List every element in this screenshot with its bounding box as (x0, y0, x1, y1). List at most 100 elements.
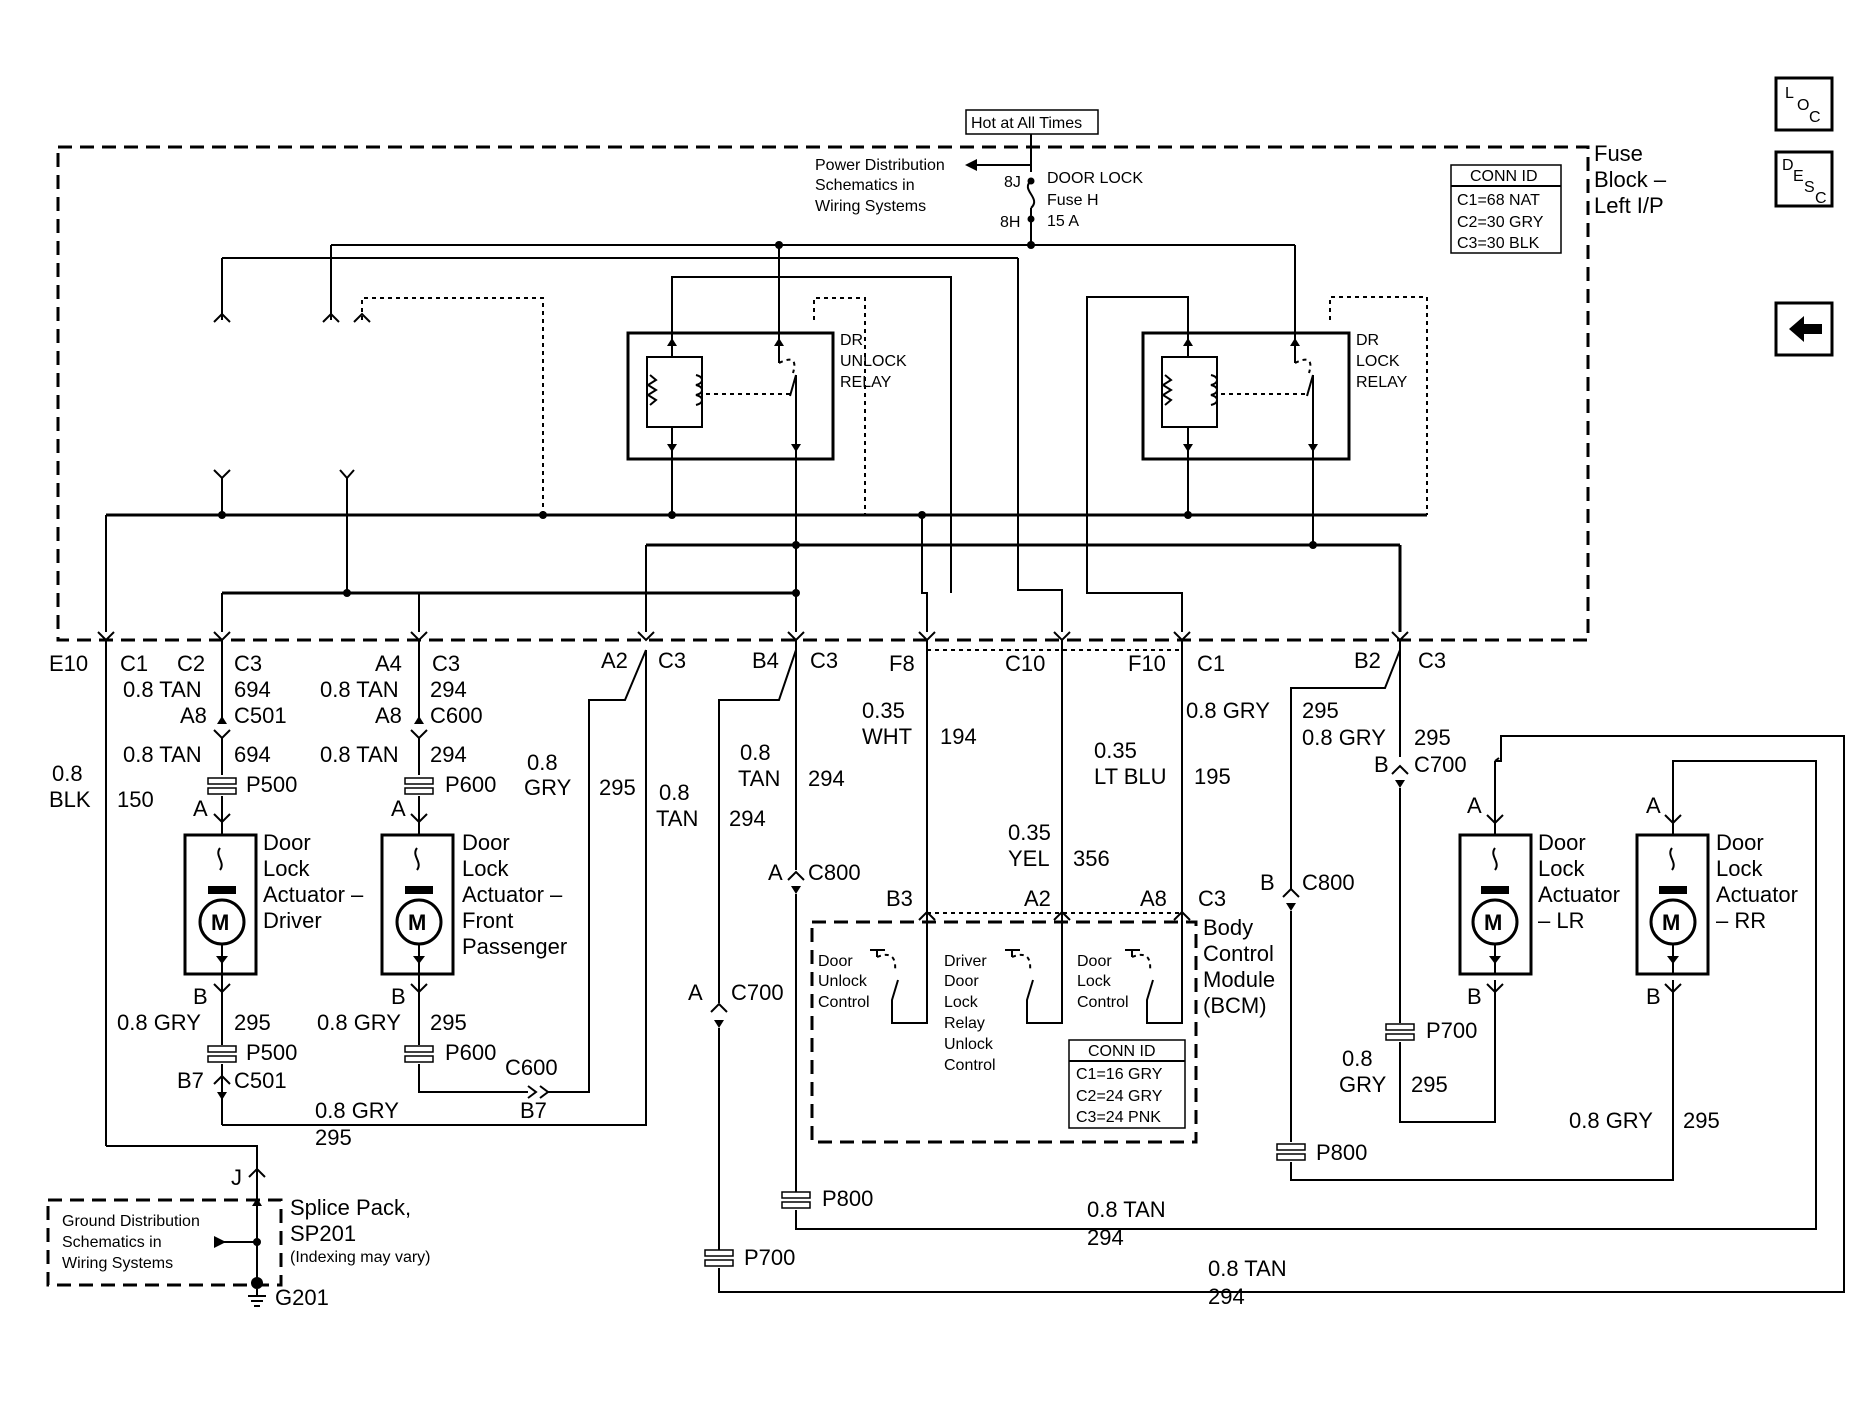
bottom-gry-circ: 295 (315, 1125, 352, 1150)
right-p800: P800 (1316, 1140, 1367, 1165)
svg-text:295: 295 (599, 775, 636, 800)
pass-circ1: 294 (430, 677, 467, 702)
svg-text:TAN: TAN (738, 766, 780, 791)
svg-text:GRY: GRY (1339, 1072, 1387, 1097)
right-pin-b-c700: B (1374, 752, 1389, 777)
svg-text:Door: Door (944, 973, 979, 990)
right-p800-connector (1276, 1143, 1306, 1161)
svg-text:195: 195 (1194, 764, 1231, 789)
svg-text:F8: F8 (889, 651, 915, 676)
svg-text:C1=16 GRY: C1=16 GRY (1076, 1066, 1163, 1083)
svg-text:– LR: – LR (1538, 908, 1584, 933)
driver-pin-a: A (193, 796, 208, 821)
right-wire-b2: 0.8 GRY (1302, 725, 1386, 750)
svg-text:C2=30 GRY: C2=30 GRY (1457, 214, 1544, 231)
svg-text:RELAY: RELAY (1356, 374, 1408, 391)
conn-id-fuse-block: CONN ID C1=68 NAT C2=30 GRY C3=30 BLK (1450, 164, 1562, 254)
svg-text:CONN ID: CONN ID (1088, 1043, 1156, 1060)
svg-text:C: C (1815, 190, 1827, 207)
splice-pack-label: Splice Pack, SP201 (Indexing may vary) (290, 1195, 431, 1266)
svg-text:WHT: WHT (862, 724, 912, 749)
pass-wire3: 0.8 GRY (317, 1010, 401, 1035)
svg-text:Lock: Lock (1538, 856, 1585, 881)
svg-text:A8: A8 (1140, 886, 1167, 911)
svg-text:0.35: 0.35 (1094, 738, 1137, 763)
loc-button[interactable]: L O C (1774, 76, 1834, 132)
fuse-label: DOOR LOCK Fuse H 15 A (1047, 170, 1143, 230)
svg-text:C1=68 NAT: C1=68 NAT (1457, 192, 1540, 209)
p800-left: P800 (822, 1186, 873, 1211)
svg-text:Unlock: Unlock (944, 1036, 994, 1053)
driver-pin-b7: B7 (177, 1068, 204, 1093)
back-button[interactable] (1774, 301, 1834, 357)
svg-text:LT BLU: LT BLU (1094, 764, 1167, 789)
driver-p500-connector (207, 777, 237, 795)
svg-text:Schematics in: Schematics in (62, 1234, 162, 1251)
hot-at-all-times-label: Hot at All Times (971, 115, 1082, 132)
pass-pin-a: A (391, 796, 406, 821)
lr-actuator-label: Door Lock Actuator – LR (1538, 830, 1620, 933)
connector-pin-labels: E10 C1 C2 C3 A4 C3 A2 C3 B4 C3 F8 C10 F1… (49, 648, 1446, 676)
driver-conn-c501-lower: C501 (234, 1068, 287, 1093)
driver-actuator-label: Door Lock Actuator – Driver (263, 830, 364, 933)
svg-text:Front: Front (462, 908, 513, 933)
svg-text:Module: Module (1203, 967, 1275, 992)
svg-text:295: 295 (1411, 1072, 1448, 1097)
svg-text:(Indexing may vary): (Indexing may vary) (290, 1249, 431, 1266)
svg-text:A: A (768, 860, 783, 885)
arrow-icon (214, 1236, 226, 1248)
svg-text:S: S (1804, 179, 1815, 196)
pass-pin-b: B (391, 984, 406, 1009)
lr-pin-b: B (1467, 984, 1482, 1009)
svg-text:Door: Door (1077, 953, 1112, 970)
svg-text:0.35: 0.35 (1008, 820, 1051, 845)
dr-unlock-relay-label: DR UNLOCK RELAY (840, 332, 907, 391)
bottom-tan2: 0.8 TAN (1208, 1256, 1287, 1281)
svg-text:Driver: Driver (263, 908, 322, 933)
svg-text:Door: Door (1538, 830, 1586, 855)
pass-b7: B7 (520, 1098, 547, 1123)
svg-text:Lock: Lock (944, 994, 979, 1011)
rr-pin-a: A (1646, 793, 1661, 818)
svg-text:Schematics in: Schematics in (815, 177, 915, 194)
driver-pin-a8: A8 (180, 703, 207, 728)
hot-at-all-times-box (965, 109, 1099, 135)
svg-text:0.8: 0.8 (527, 750, 558, 775)
rr-circ: 295 (1683, 1108, 1720, 1133)
pass-circ2: 294 (430, 742, 467, 767)
dr-lock-relay (1141, 331, 1351, 461)
svg-text:Control: Control (944, 1057, 996, 1074)
pass-p600: P600 (445, 772, 496, 797)
fuse-pin-8h: 8H (1000, 214, 1020, 231)
svg-text:C3: C3 (234, 651, 262, 676)
svg-text:Wiring Systems: Wiring Systems (62, 1255, 173, 1272)
tan294-b4-label: 0.8 TAN 294 A C800 (738, 740, 861, 885)
c700-left-conn: C700 (731, 980, 784, 1005)
tan294-left-label: 0.8 TAN 294 (656, 780, 766, 831)
lr-pin-a: A (1467, 793, 1482, 818)
desc-button[interactable]: D E S C (1774, 150, 1834, 208)
svg-text:C800: C800 (808, 860, 861, 885)
driver-pin-b: B (193, 984, 208, 1009)
svg-text:L: L (1785, 85, 1794, 102)
svg-text:Fuse: Fuse (1594, 141, 1643, 166)
svg-text:– RR: – RR (1716, 908, 1766, 933)
p800-left-connector (781, 1191, 811, 1209)
svg-text:Lock: Lock (1077, 973, 1112, 990)
ground-g201: G201 (275, 1285, 329, 1310)
left-arrow-icon (965, 159, 977, 171)
bcm-title: Body Control Module (BCM) (1203, 915, 1275, 1018)
conn-id-bcm: CONN ID C1=16 GRY C2=24 GRY C3=24 PNK (1068, 1039, 1186, 1129)
fuse-block-title: Fuse Block – Left I/P (1594, 141, 1667, 218)
svg-text:DOOR LOCK: DOOR LOCK (1047, 170, 1143, 187)
svg-text:C3: C3 (658, 648, 686, 673)
svg-text:C3: C3 (810, 648, 838, 673)
svg-text:Control: Control (1077, 994, 1129, 1011)
svg-text:YEL: YEL (1008, 846, 1050, 871)
right-p700: P700 (1426, 1018, 1477, 1043)
pass-circ3: 295 (430, 1010, 467, 1035)
ground-distribution-note: Ground Distribution Schematics in Wiring… (62, 1213, 200, 1272)
right-c700: C700 (1414, 752, 1467, 777)
svg-text:DR: DR (840, 332, 863, 349)
driver-circ1: 694 (234, 677, 271, 702)
